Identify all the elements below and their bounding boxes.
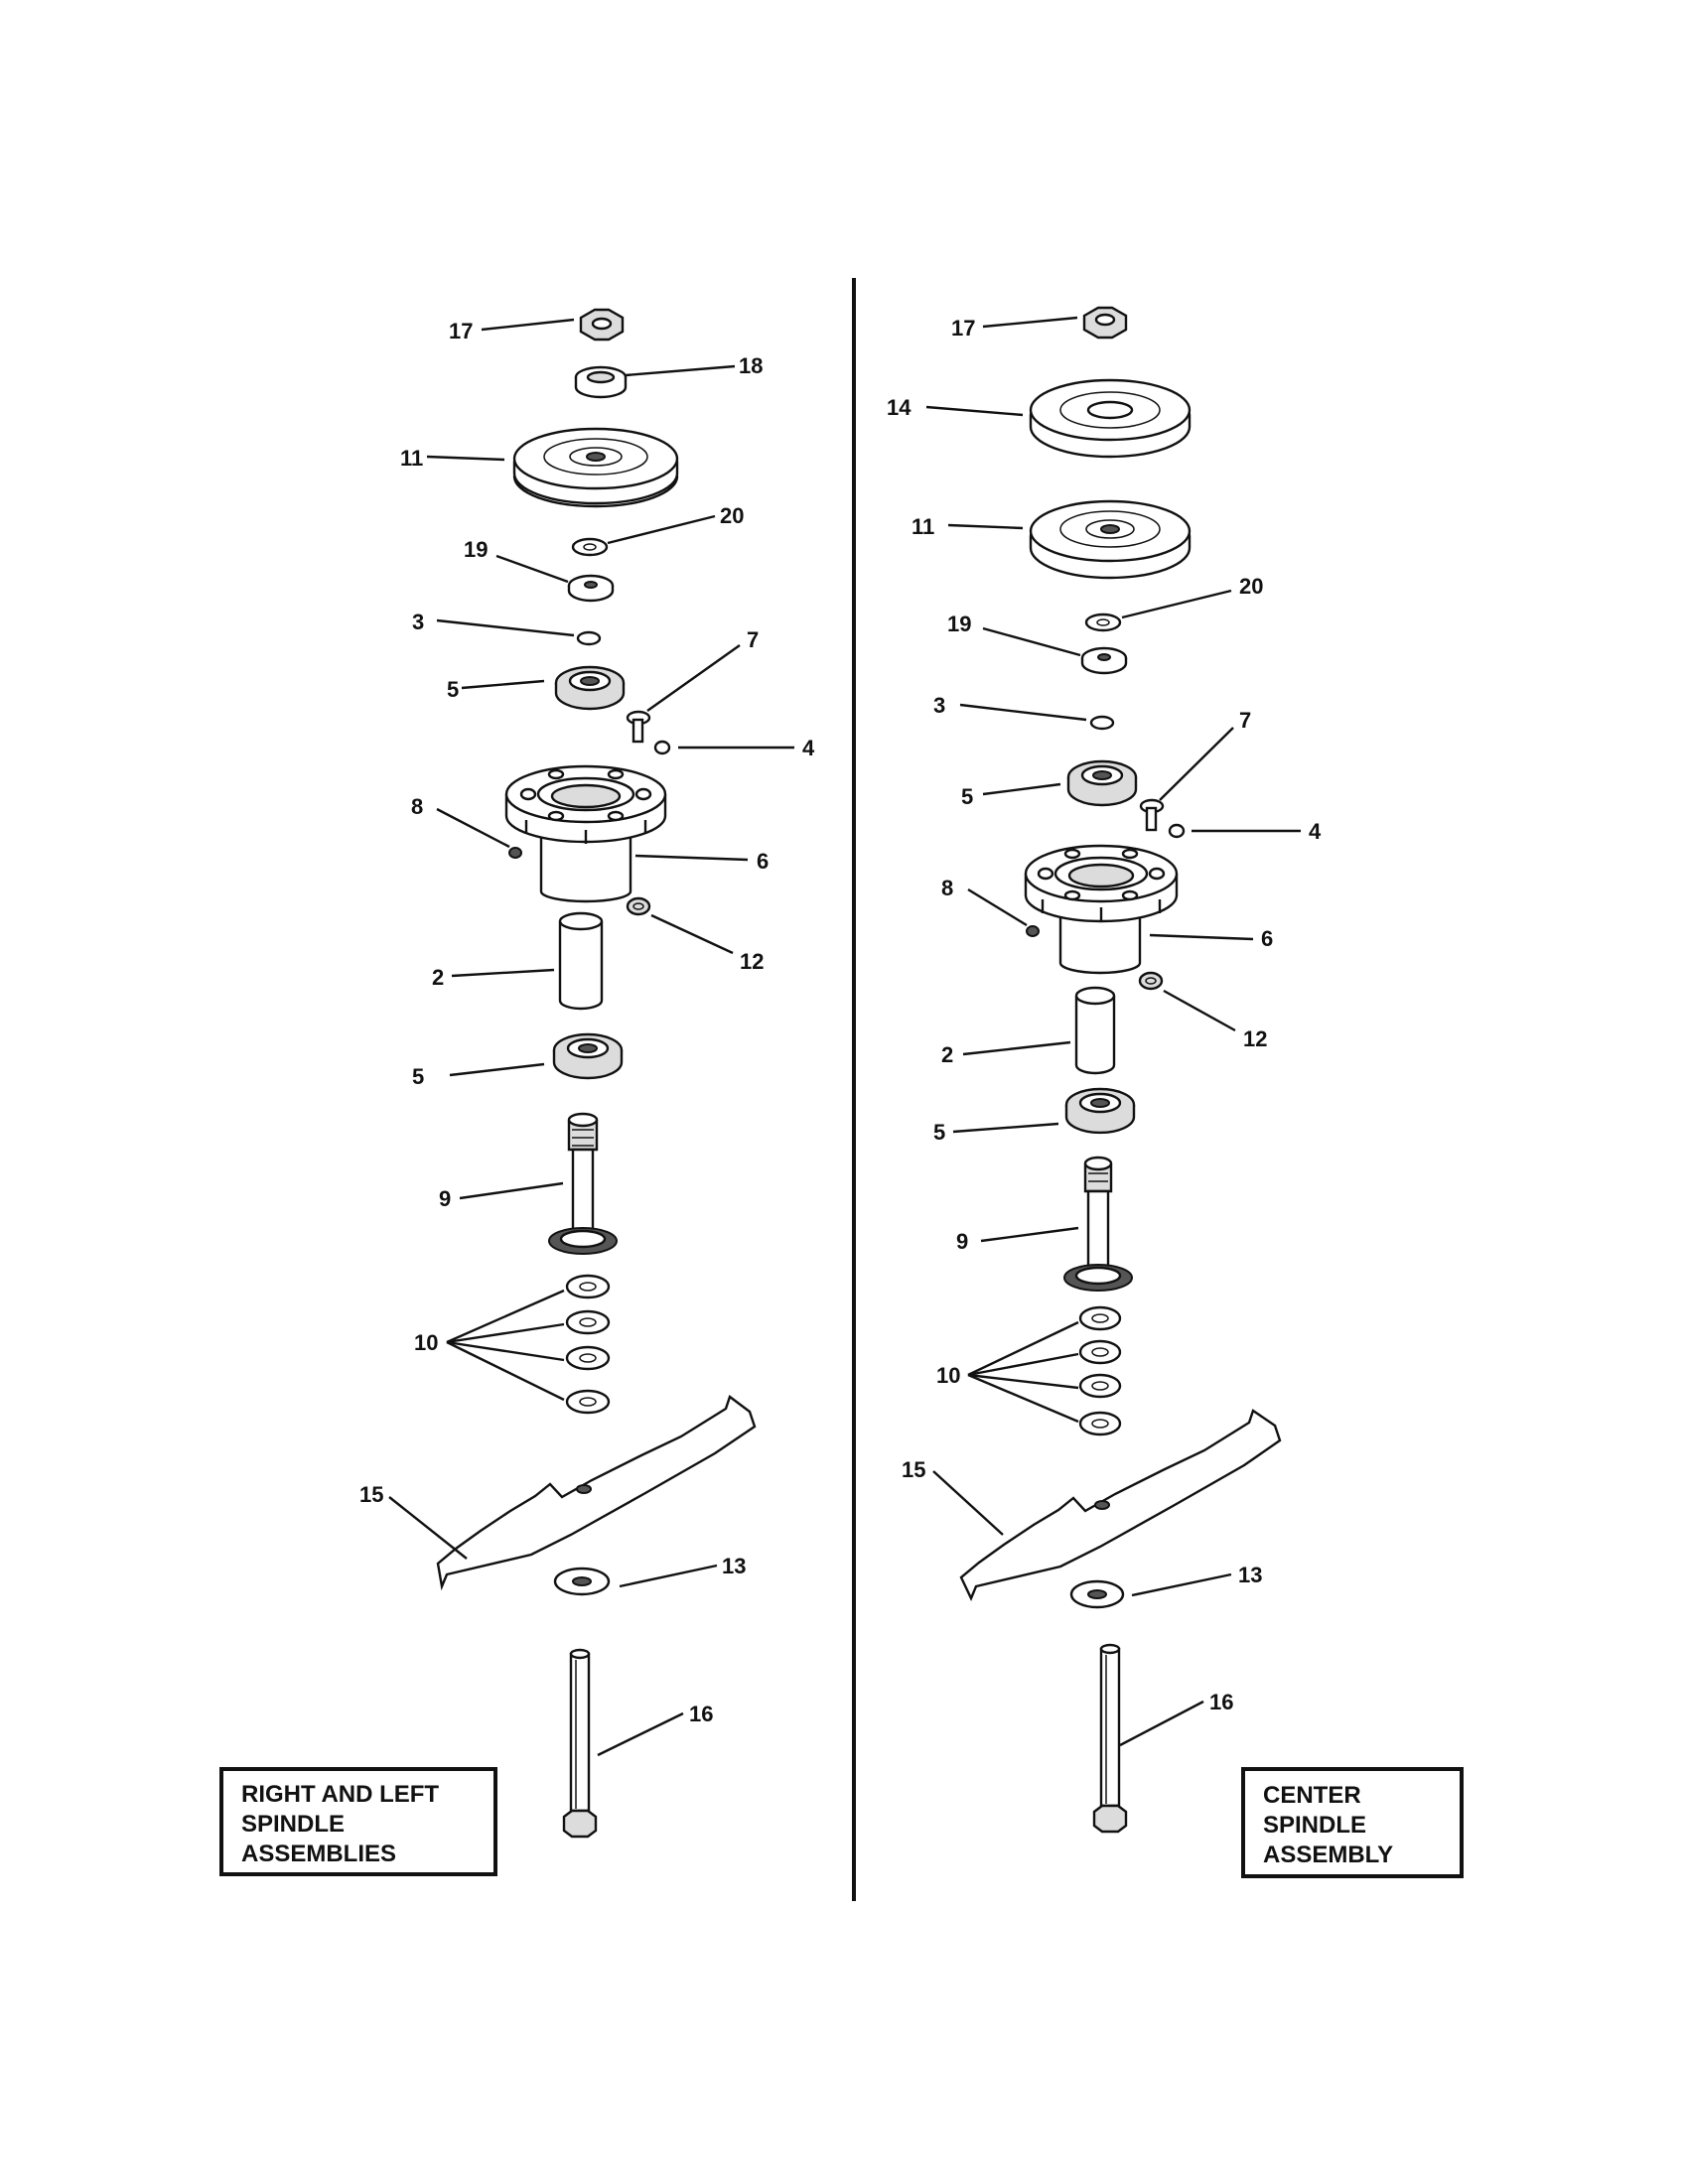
left-callout-7: 7 [747, 627, 759, 652]
left-callout-20: 20 [720, 503, 744, 528]
left-title-line-1: RIGHT AND LEFT [241, 1781, 439, 1808]
center-callout-17: 17 [951, 316, 975, 341]
left-part-hex-bolt [562, 1648, 598, 1839]
center-title-line-2: SPINDLE [1263, 1812, 1366, 1839]
center-part-hex-bolt [1092, 1643, 1128, 1834]
center-part-locknut [1138, 971, 1164, 991]
left-callout-2: 2 [432, 965, 444, 990]
center-callout-6: 6 [1261, 926, 1273, 951]
center-callout-10: 10 [936, 1363, 960, 1388]
center-callout-15: 15 [902, 1457, 925, 1482]
center-part-blade [959, 1409, 1282, 1601]
center-part-washer-small [1084, 613, 1122, 632]
left-callout-3: 3 [412, 610, 424, 634]
center-title-box [1241, 1767, 1464, 1878]
left-part-pulley [512, 427, 679, 508]
center-part-washer [1080, 646, 1128, 675]
center-callout-20: 20 [1239, 574, 1263, 599]
left-callout-17: 17 [449, 319, 473, 343]
left-title-line-3: ASSEMBLIES [241, 1841, 396, 1867]
center-spindle-assembly: 17 14 11 20 19 3 7 5 4 8 6 12 2 5 9 10 1… [887, 306, 1464, 1878]
center-callout-5-upper: 5 [961, 784, 973, 809]
center-part-spacer [1074, 986, 1116, 1075]
center-part-bearing-lower [1064, 1087, 1136, 1135]
center-callout-11: 11 [912, 514, 934, 539]
center-part-pulley-upper [1029, 378, 1192, 459]
left-callout-13: 13 [722, 1554, 746, 1578]
center-part-nut [1082, 306, 1128, 340]
left-part-blade-washer [553, 1567, 611, 1596]
center-callout-14: 14 [887, 395, 912, 420]
center-part-ring [1089, 715, 1115, 731]
left-part-washer [567, 574, 615, 603]
left-callout-8: 8 [411, 794, 423, 819]
left-spindle-assembly: 17 18 11 20 19 3 5 7 4 8 6 12 2 5 9 10 1… [219, 308, 815, 1876]
left-part-blade [436, 1395, 757, 1591]
left-callout-16: 16 [689, 1702, 713, 1726]
center-callout-19: 19 [947, 612, 971, 636]
left-callout-19: 19 [464, 537, 488, 562]
left-part-spindle-shaft [548, 1112, 618, 1255]
center-part-housing [1024, 844, 1179, 975]
center-title-line-3: ASSEMBLY [1263, 1842, 1393, 1868]
left-callout-15: 15 [359, 1482, 383, 1507]
left-part-locknut [626, 896, 651, 916]
left-title-box [219, 1767, 497, 1876]
center-part-blade-washer [1069, 1579, 1125, 1609]
center-callout-7: 7 [1239, 708, 1251, 733]
left-part-bearing-upper [554, 665, 626, 711]
center-part-bearing-upper [1066, 759, 1138, 807]
center-part-grease-fitting [1026, 925, 1040, 937]
left-callout-5-lower: 5 [412, 1064, 424, 1089]
center-part-carriage-bolt [1139, 798, 1165, 832]
center-callout-13: 13 [1238, 1563, 1262, 1587]
left-callout-6: 6 [757, 849, 769, 874]
left-part-carriage-bolt [626, 710, 651, 744]
center-part-nut-small [1168, 823, 1186, 839]
center-callout-5-lower: 5 [933, 1120, 945, 1145]
left-part-spacer [558, 911, 604, 1011]
left-part-nut [579, 308, 625, 341]
center-callout-8: 8 [941, 876, 953, 900]
center-part-pulley-lower [1029, 499, 1192, 580]
left-part-bearing-lower [552, 1032, 624, 1080]
center-callout-12: 12 [1243, 1026, 1267, 1051]
center-callout-9: 9 [956, 1229, 968, 1254]
left-part-bushing [574, 365, 628, 399]
left-part-nut-small [653, 740, 671, 755]
center-callout-16: 16 [1209, 1690, 1233, 1714]
left-part-washer-small [571, 537, 609, 557]
center-part-shim-washers [1078, 1305, 1122, 1436]
left-part-housing [504, 764, 667, 903]
left-part-ring [576, 630, 602, 646]
center-part-spindle-shaft [1063, 1156, 1133, 1292]
center-callout-2: 2 [941, 1042, 953, 1067]
left-part-grease-fitting [508, 847, 522, 859]
left-callout-18: 18 [739, 353, 763, 378]
left-callout-10: 10 [414, 1330, 438, 1355]
center-callout-3: 3 [933, 693, 945, 718]
left-part-shim-washers [565, 1274, 611, 1415]
center-callout-4: 4 [1309, 819, 1322, 844]
left-callout-11: 11 [400, 446, 423, 471]
left-callout-4: 4 [802, 736, 815, 760]
left-callout-12: 12 [740, 949, 764, 974]
left-callout-5-upper: 5 [447, 677, 459, 702]
left-callout-9: 9 [439, 1186, 451, 1211]
left-title-line-2: SPINDLE [241, 1811, 345, 1838]
center-title-line-1: CENTER [1263, 1782, 1361, 1809]
